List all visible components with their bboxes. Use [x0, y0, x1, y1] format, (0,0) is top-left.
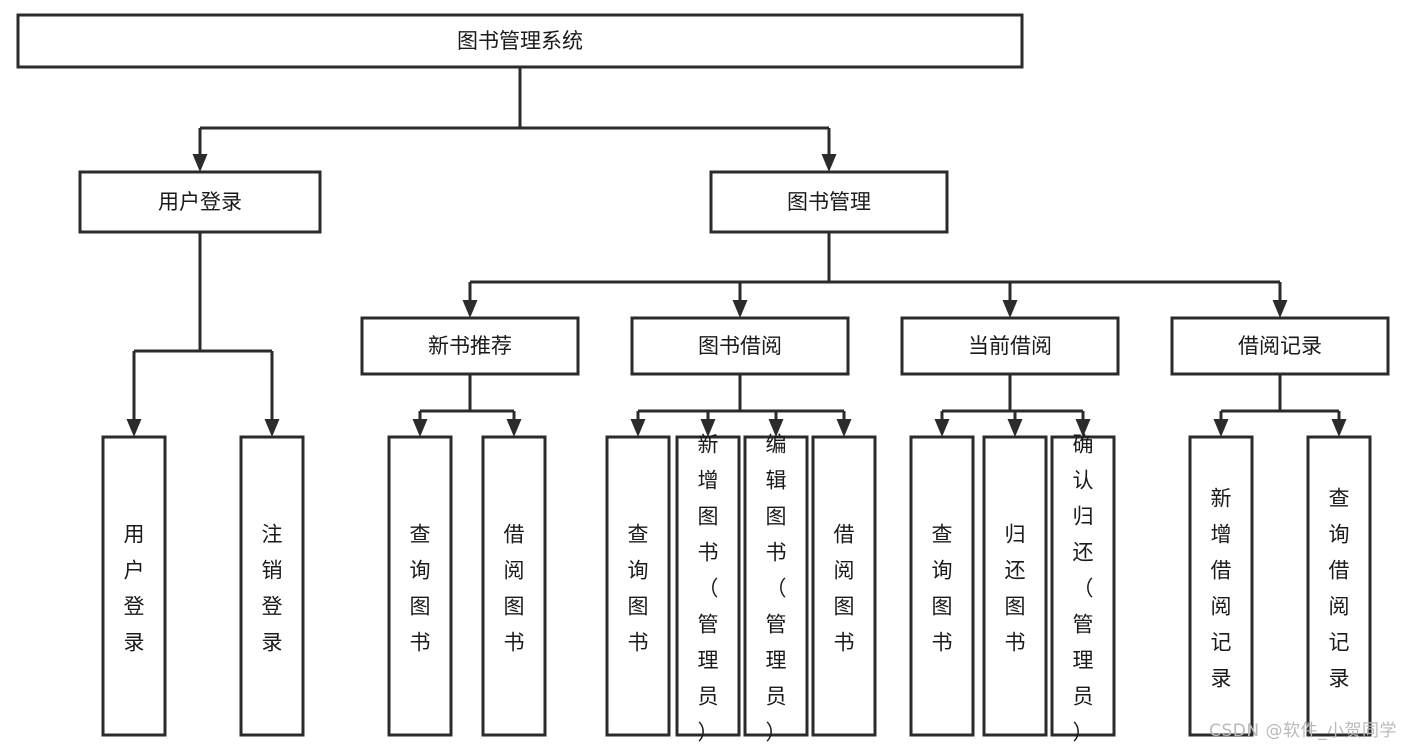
- node-login[interactable]: 用户登录: [78, 170, 322, 234]
- node-box: [239, 435, 305, 737]
- node-leaf-edit-book[interactable]: 编辑图书（管理员）: [743, 432, 809, 744]
- node-leaf-query-book-3[interactable]: 查询图书: [909, 435, 975, 737]
- node-label: 当前借阅: [968, 334, 1052, 358]
- node-label: 图书管理: [787, 190, 871, 214]
- arrow-head-icon: [732, 300, 748, 318]
- arrow-head-icon: [1002, 300, 1018, 318]
- node-label: 注销登录: [262, 522, 283, 654]
- node-leaf-user-login[interactable]: 用户登录: [101, 435, 167, 737]
- node-label: 用户登录: [124, 522, 145, 654]
- node-current[interactable]: 当前借阅: [900, 316, 1120, 376]
- arrow-head-icon: [630, 419, 646, 437]
- node-box: [605, 435, 671, 737]
- node-leaf-add-book[interactable]: 新增图书（管理员）: [675, 432, 741, 744]
- node-leaf-return-book[interactable]: 归还图书: [982, 435, 1048, 737]
- node-label: 查询图书: [932, 522, 953, 654]
- arrow-head-icon: [768, 419, 784, 437]
- node-box: [481, 435, 547, 737]
- node-label: 借阅图书: [834, 522, 855, 654]
- node-label: 归还图书: [1005, 522, 1026, 654]
- node-box: [1188, 435, 1254, 737]
- arrow-head-icon: [821, 154, 837, 172]
- arrow-head-icon: [1075, 419, 1091, 437]
- arrow-head-icon: [412, 419, 428, 437]
- node-label: 用户登录: [158, 190, 242, 214]
- node-box: [101, 435, 167, 737]
- node-root[interactable]: 图书管理系统: [16, 13, 1024, 69]
- node-leaf-query-book-2[interactable]: 查询图书: [605, 435, 671, 737]
- node-box: [982, 435, 1048, 737]
- node-label: 查询图书: [628, 522, 649, 654]
- arrow-head-icon: [1331, 419, 1347, 437]
- node-label: 确认归还（管理员）: [1073, 432, 1094, 744]
- arrow-head-icon: [264, 419, 280, 437]
- edges-layer: [126, 67, 1347, 437]
- csdn-watermark: CSDN @软件_小贺同学: [1209, 721, 1397, 741]
- node-label: 图书借阅: [698, 334, 782, 358]
- node-leaf-query-book-1[interactable]: 查询图书: [387, 435, 453, 737]
- node-label: 借阅记录: [1238, 334, 1322, 358]
- node-box: [709, 170, 949, 234]
- node-box: [16, 13, 1024, 69]
- node-box: [811, 435, 877, 737]
- arrow-head-icon: [1272, 300, 1288, 318]
- arrow-head-icon: [934, 419, 950, 437]
- node-label: 图书管理系统: [457, 29, 583, 53]
- arrow-head-icon: [192, 154, 208, 172]
- node-label: 借阅图书: [504, 522, 525, 654]
- node-leaf-confirm-return[interactable]: 确认归还（管理员）: [1050, 432, 1116, 744]
- node-label: 新增图书（管理员）: [698, 432, 719, 744]
- arrow-head-icon: [700, 419, 716, 437]
- arrow-head-icon: [836, 419, 852, 437]
- nodes-layer: 图书管理系统用户登录图书管理新书推荐图书借阅当前借阅借阅记录用户登录注销登录查询…: [16, 13, 1390, 744]
- node-records[interactable]: 借阅记录: [1170, 316, 1390, 376]
- node-leaf-add-record[interactable]: 新增借阅记录: [1188, 435, 1254, 737]
- node-label: 新书推荐: [428, 334, 512, 358]
- node-leaf-query-record[interactable]: 查询借阅记录: [1306, 435, 1372, 737]
- node-box: [78, 170, 322, 234]
- node-box: [1050, 435, 1116, 737]
- node-leaf-borrow-book-1[interactable]: 借阅图书: [481, 435, 547, 737]
- arrow-head-icon: [1213, 419, 1229, 437]
- node-box: [360, 316, 580, 376]
- node-label: 查询图书: [410, 522, 431, 654]
- node-label: 新增借阅记录: [1211, 486, 1232, 690]
- node-box: [630, 316, 850, 376]
- node-box: [743, 435, 809, 737]
- node-bookmgmt[interactable]: 图书管理: [709, 170, 949, 234]
- arrow-head-icon: [506, 419, 522, 437]
- node-box: [900, 316, 1120, 376]
- node-leaf-borrow-book-2[interactable]: 借阅图书: [811, 435, 877, 737]
- node-box: [675, 435, 741, 737]
- node-box: [387, 435, 453, 737]
- arrow-head-icon: [126, 419, 142, 437]
- arrow-head-icon: [462, 300, 478, 318]
- node-borrow[interactable]: 图书借阅: [630, 316, 850, 376]
- node-newbook[interactable]: 新书推荐: [360, 316, 580, 376]
- node-box: [909, 435, 975, 737]
- node-leaf-user-logout[interactable]: 注销登录: [239, 435, 305, 737]
- arrow-head-icon: [1007, 419, 1023, 437]
- node-label: 查询借阅记录: [1329, 486, 1350, 690]
- node-box: [1170, 316, 1390, 376]
- node-label: 编辑图书（管理员）: [766, 432, 787, 744]
- node-box: [1306, 435, 1372, 737]
